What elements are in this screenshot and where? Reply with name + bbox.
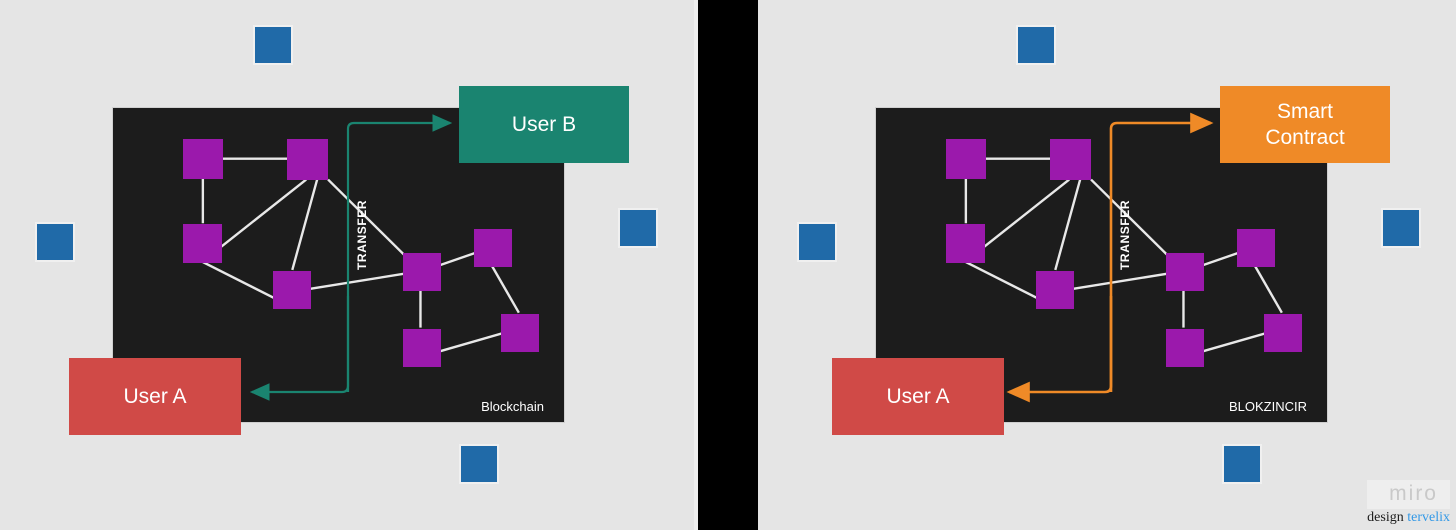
blockchain-node	[501, 314, 539, 352]
blockchain-node	[403, 329, 441, 367]
blue-square-decor-right	[1381, 208, 1421, 248]
blue-square-decor-bottom	[1222, 444, 1262, 484]
panel-divider	[698, 0, 758, 530]
blue-square-decor-bottom	[459, 444, 499, 484]
panel-left-blockchain: Blockchain TRANSFER User B User A	[0, 0, 698, 530]
blockchain-node	[183, 139, 223, 179]
actor-user-b-label: User B	[511, 112, 577, 136]
actor-user-a-label: User A	[886, 384, 950, 408]
design-credit: design tervelix	[1367, 510, 1450, 526]
actor-user-a-label: User A	[123, 384, 187, 408]
actor-smart-contract-label: Smart Contract	[1265, 99, 1345, 149]
blue-square-decor-right	[618, 208, 658, 248]
divider-edge-left	[694, 0, 698, 530]
transfer-label: TRANSFER	[1118, 199, 1132, 270]
blue-square-decor-top	[253, 25, 293, 65]
actor-user-b[interactable]: User B	[459, 86, 629, 163]
blue-square-decor-left	[35, 222, 75, 262]
blockchain-node	[287, 139, 328, 180]
design-credit-brand: tervelix	[1407, 510, 1450, 525]
actor-user-a[interactable]: User A	[832, 358, 1004, 435]
blockchain-node	[1036, 271, 1074, 309]
blockchain-node	[403, 253, 441, 291]
blockchain-node	[474, 229, 512, 267]
panel-right-blokzincir: BLOKZINCIR TRANSFER Smart Contract User …	[758, 0, 1456, 530]
transfer-label: TRANSFER	[355, 199, 369, 270]
watermark: miro design tervelix	[1367, 480, 1450, 526]
blue-square-decor-left	[797, 222, 837, 262]
blockchain-node	[273, 271, 311, 309]
blockchain-node	[1166, 329, 1204, 367]
blockchain-node	[946, 139, 986, 179]
blockchain-caption: Blockchain	[481, 399, 544, 414]
blockchain-node	[183, 224, 222, 263]
blockchain-node	[946, 224, 985, 263]
actor-user-a[interactable]: User A	[69, 358, 241, 435]
blockchain-node	[1166, 253, 1204, 291]
blockchain-node	[1237, 229, 1275, 267]
blockchain-node	[1050, 139, 1091, 180]
design-credit-prefix: design	[1367, 510, 1408, 525]
blockchain-caption: BLOKZINCIR	[1228, 399, 1307, 414]
blue-square-decor-top	[1016, 25, 1056, 65]
miro-logo: miro	[1367, 480, 1450, 509]
actor-smart-contract[interactable]: Smart Contract	[1220, 86, 1390, 163]
blockchain-node	[1264, 314, 1302, 352]
